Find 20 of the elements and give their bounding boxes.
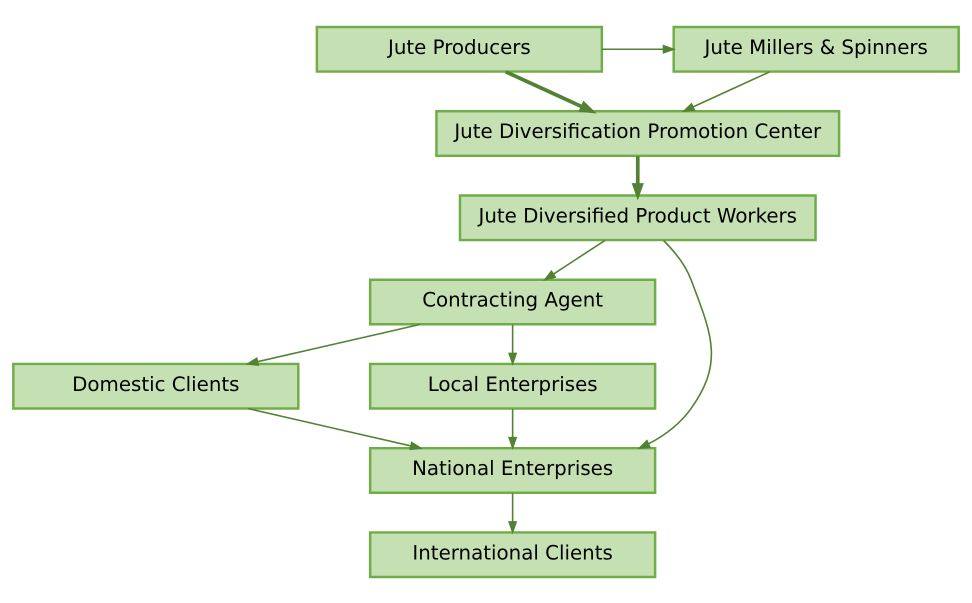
node-box: National Enterprises [368,446,656,494]
arrow [505,70,597,113]
arrow [682,70,770,112]
arrow [602,44,676,54]
arrow [248,407,424,450]
node-box: Contracting Agent [368,278,656,326]
node-box: Jute Millers & Spinners [672,25,960,72]
node-box: International Clients [368,530,656,578]
node-box: Jute Diversification Promotion Center [435,109,840,157]
node-box: Local Enterprises [368,362,656,410]
arrow [508,408,518,450]
arrow [508,324,518,366]
arrow [632,156,644,200]
arrow [245,323,420,366]
arrow [637,239,712,449]
arrow [542,239,606,280]
node-box: Jute Producers [316,25,604,72]
node-box: Jute Diversified Product Workers [458,194,817,241]
node-box: Domestic Clients [12,362,300,410]
arrow [508,492,518,534]
